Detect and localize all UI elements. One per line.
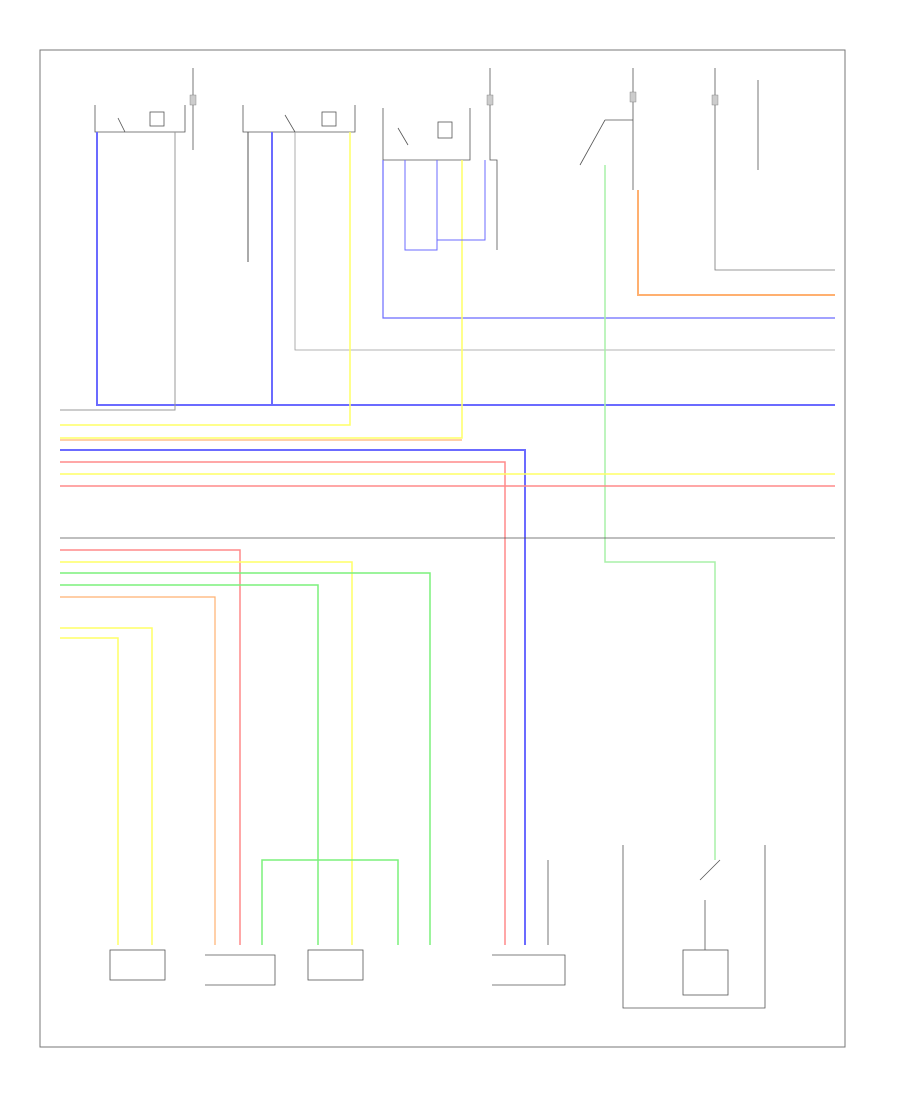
fuse-block-3 [579,68,637,190]
wires-bottom [60,549,549,945]
wire-red-sensor2 [60,549,241,945]
relay-block-3 [382,108,471,161]
diagram-border [39,49,846,1048]
wire-yellow-relay2 [60,132,351,426]
ac-switch [622,845,766,1009]
fuse-block-2 [486,68,494,150]
wire-green-switch [604,165,716,860]
wire-yellow-sensor1-b [60,637,119,945]
wire-green-loop [261,859,399,945]
wires-bus [60,439,835,945]
fuse-block-4 [711,68,719,190]
wires-top [60,132,835,860]
wire-blue-relay1 [96,132,835,406]
wire-blue-bus [60,449,526,945]
wire-yellow-sensor1-a [60,627,153,945]
wire-black-fuse2 [489,150,498,250]
wire-yellow-relay3 [60,160,463,439]
sensor-3 [307,949,364,981]
wire-black-fuse4 [714,190,835,271]
wire-orange-sensor2 [60,596,216,945]
wire-blue-relay3-loop [404,160,438,251]
wire-gray-relay2 [294,132,835,351]
wire-red-bus [60,461,506,945]
fuse-block-1 [189,68,197,150]
relay-block-1 [94,105,186,133]
sensor-2 [205,954,276,986]
wire-green-relay [60,572,431,945]
wire-green-sensor3 [60,584,319,945]
wire-blue-relay3 [382,160,835,319]
wire-blue-loop-2 [437,160,486,241]
wire-gray-relay1 [60,132,176,411]
relay-block-2 [242,105,356,133]
sensor-1 [109,949,166,981]
wire-yellow-sensor3 [60,561,353,945]
wire-orange-fuse3 [637,190,835,296]
engine-module [492,954,566,986]
